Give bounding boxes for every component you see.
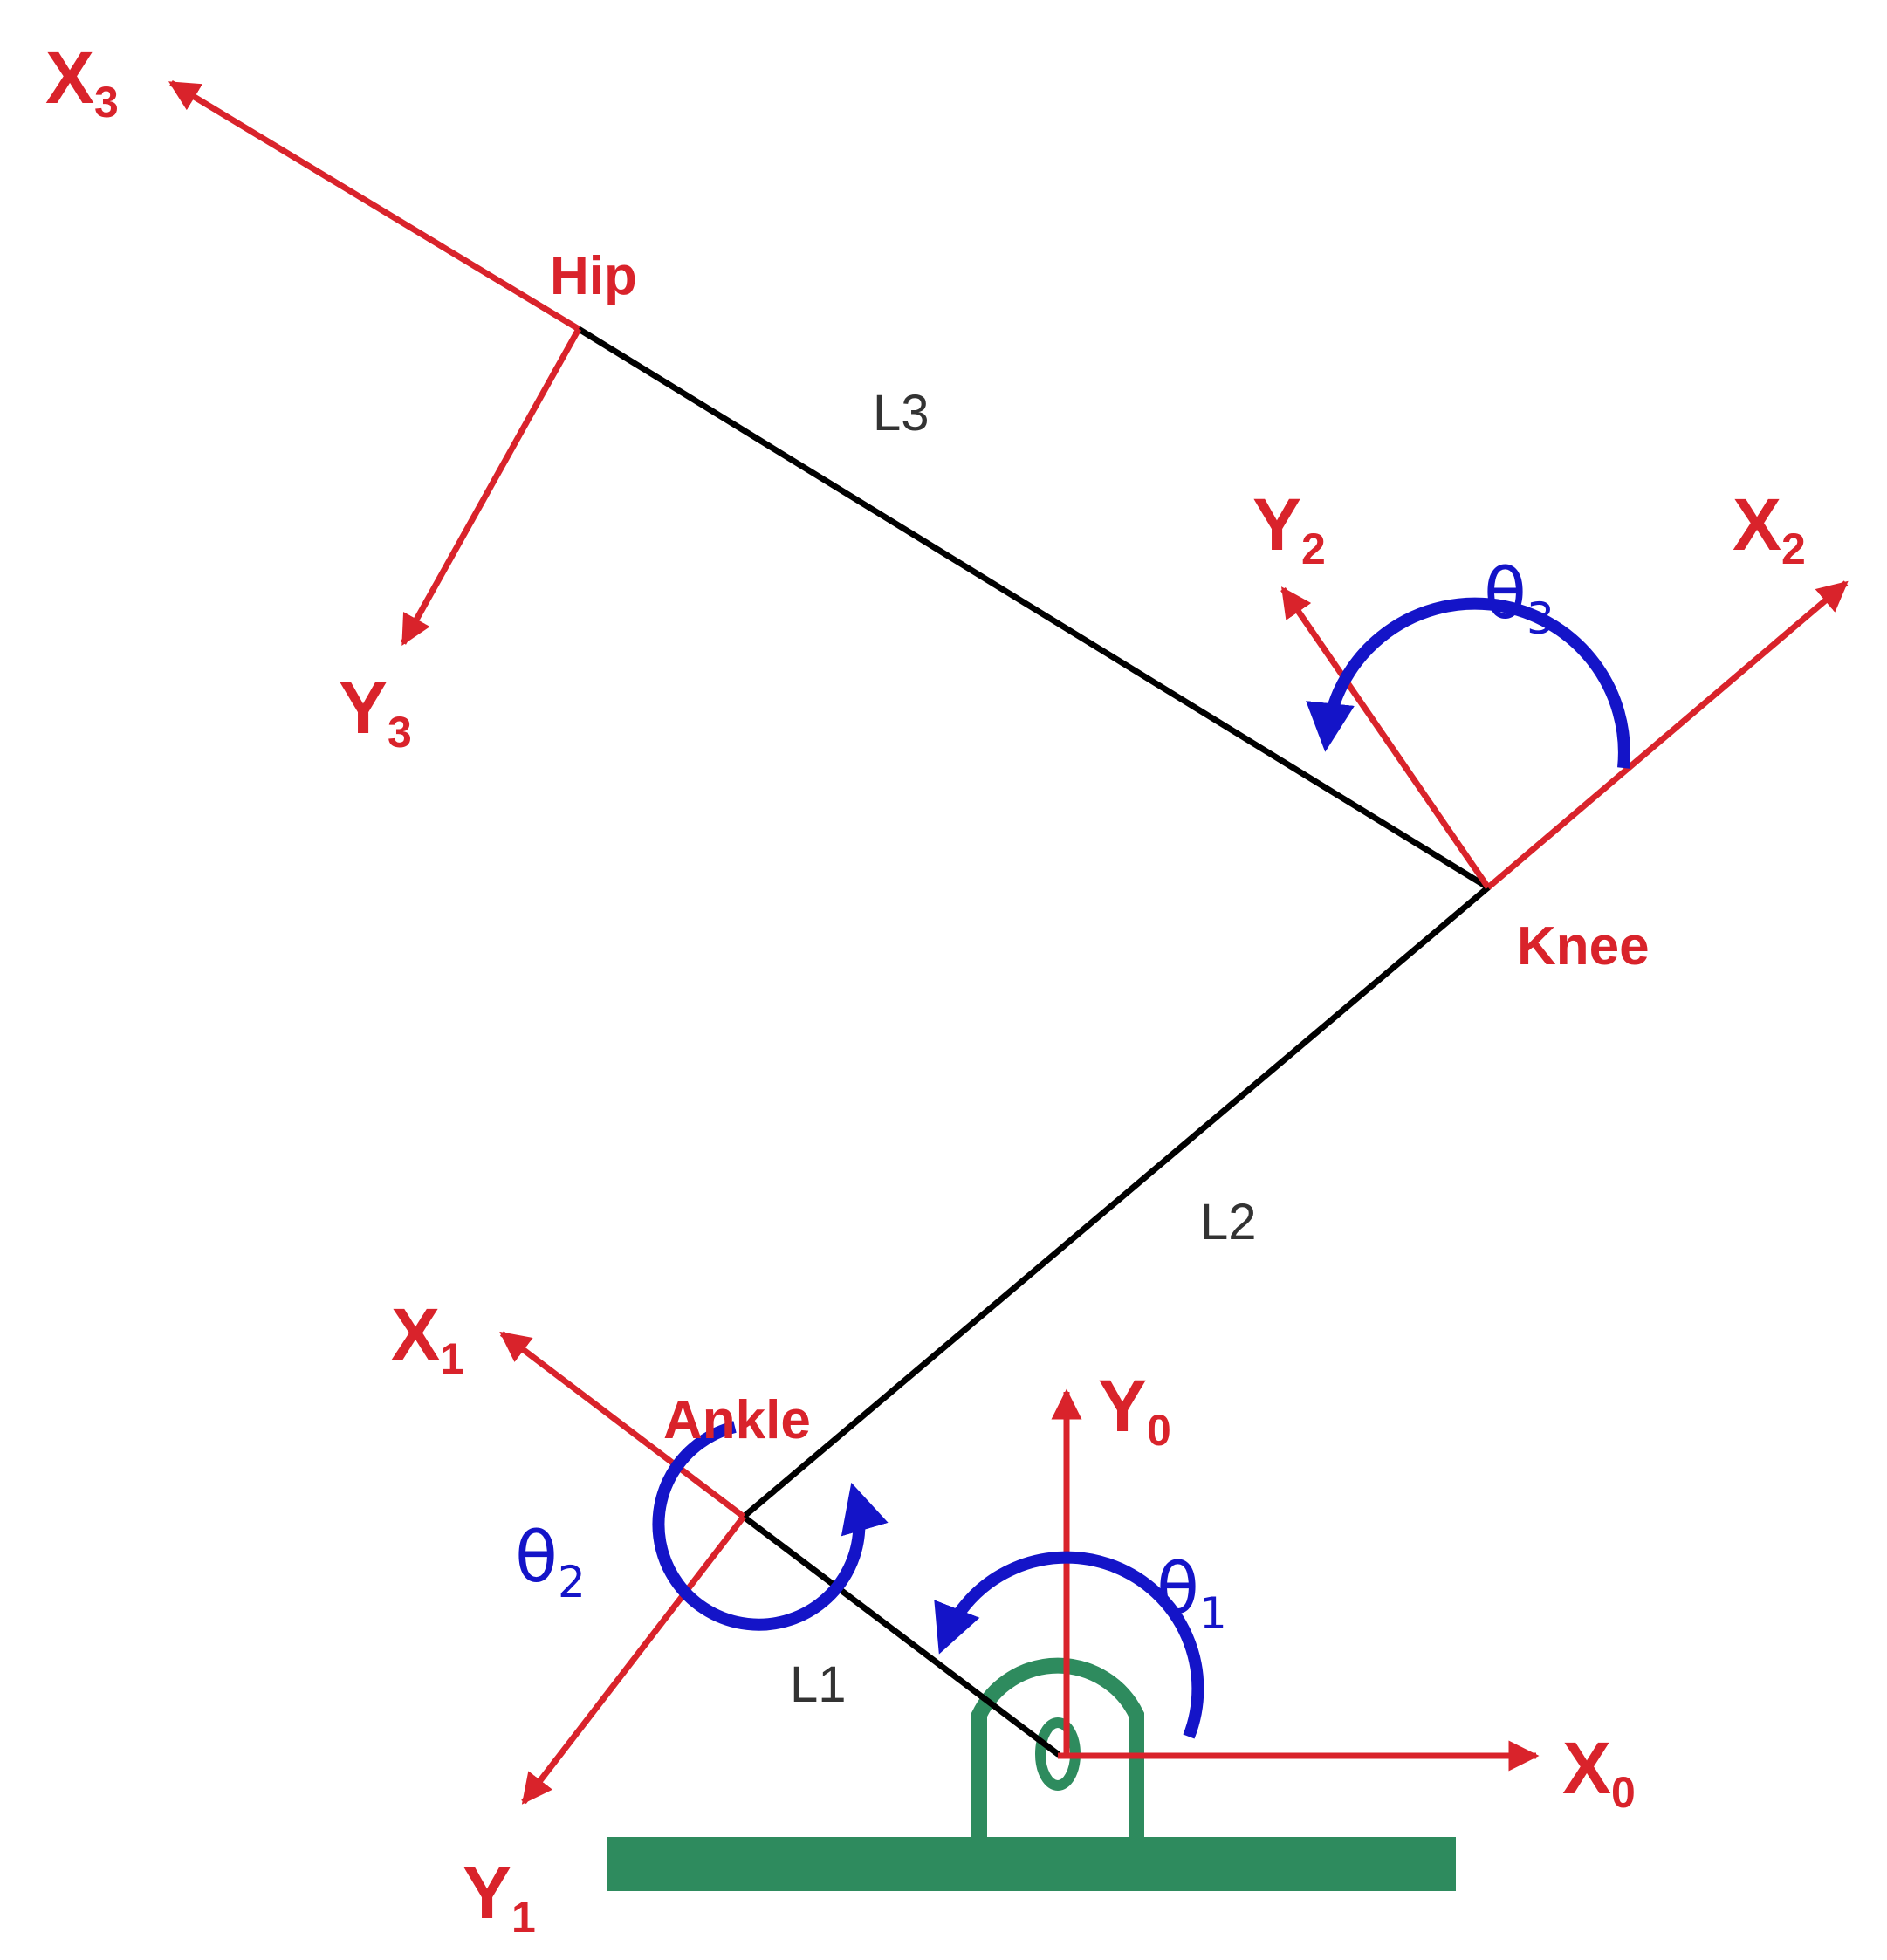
frame-1-axes xyxy=(499,1331,746,1805)
frame-0-axes xyxy=(1051,1388,1540,1772)
angle-arcs xyxy=(652,597,1630,1739)
theta3-arc-arrow xyxy=(1306,597,1630,769)
x1-label: X1 xyxy=(391,1293,464,1383)
hip-label: Hip xyxy=(550,246,637,306)
y1-axis-arrow xyxy=(521,1514,746,1805)
x0-label: X0 xyxy=(1562,1727,1636,1817)
link-l1 xyxy=(740,1513,1061,1758)
theta2-arc-arrow xyxy=(652,1421,889,1631)
y3-label: Y3 xyxy=(339,667,412,757)
y1-label: Y1 xyxy=(463,1852,536,1942)
link-l3 xyxy=(575,326,1492,891)
theta3-label: θ3 xyxy=(1484,553,1554,644)
x2-label: X2 xyxy=(1733,483,1806,573)
l2-label: L2 xyxy=(1200,1194,1257,1251)
l3-label: L3 xyxy=(873,385,930,442)
links xyxy=(575,326,1492,1758)
x3-axis-arrow xyxy=(168,80,580,332)
theta1-arc-arrow xyxy=(934,1551,1204,1739)
frame-3-axes xyxy=(168,80,582,647)
ankle-label: Ankle xyxy=(663,1390,811,1450)
frame-2-axes xyxy=(1280,580,1849,890)
theta1-label: θ1 xyxy=(1156,1548,1227,1639)
x1-axis-arrow xyxy=(499,1331,746,1519)
link-l2 xyxy=(740,884,1492,1520)
l1-label: L1 xyxy=(790,1656,847,1713)
y3-axis-arrow xyxy=(400,327,582,647)
knee-label: Knee xyxy=(1517,916,1650,977)
y2-axis-arrow xyxy=(1280,586,1491,889)
theta2-label: θ2 xyxy=(515,1517,586,1607)
x3-label: X3 xyxy=(45,37,119,127)
y2-label: Y2 xyxy=(1252,483,1326,573)
x2-axis-arrow xyxy=(1486,580,1849,890)
y0-label: Y0 xyxy=(1098,1365,1171,1455)
ground-base-icon xyxy=(607,1837,1456,1891)
